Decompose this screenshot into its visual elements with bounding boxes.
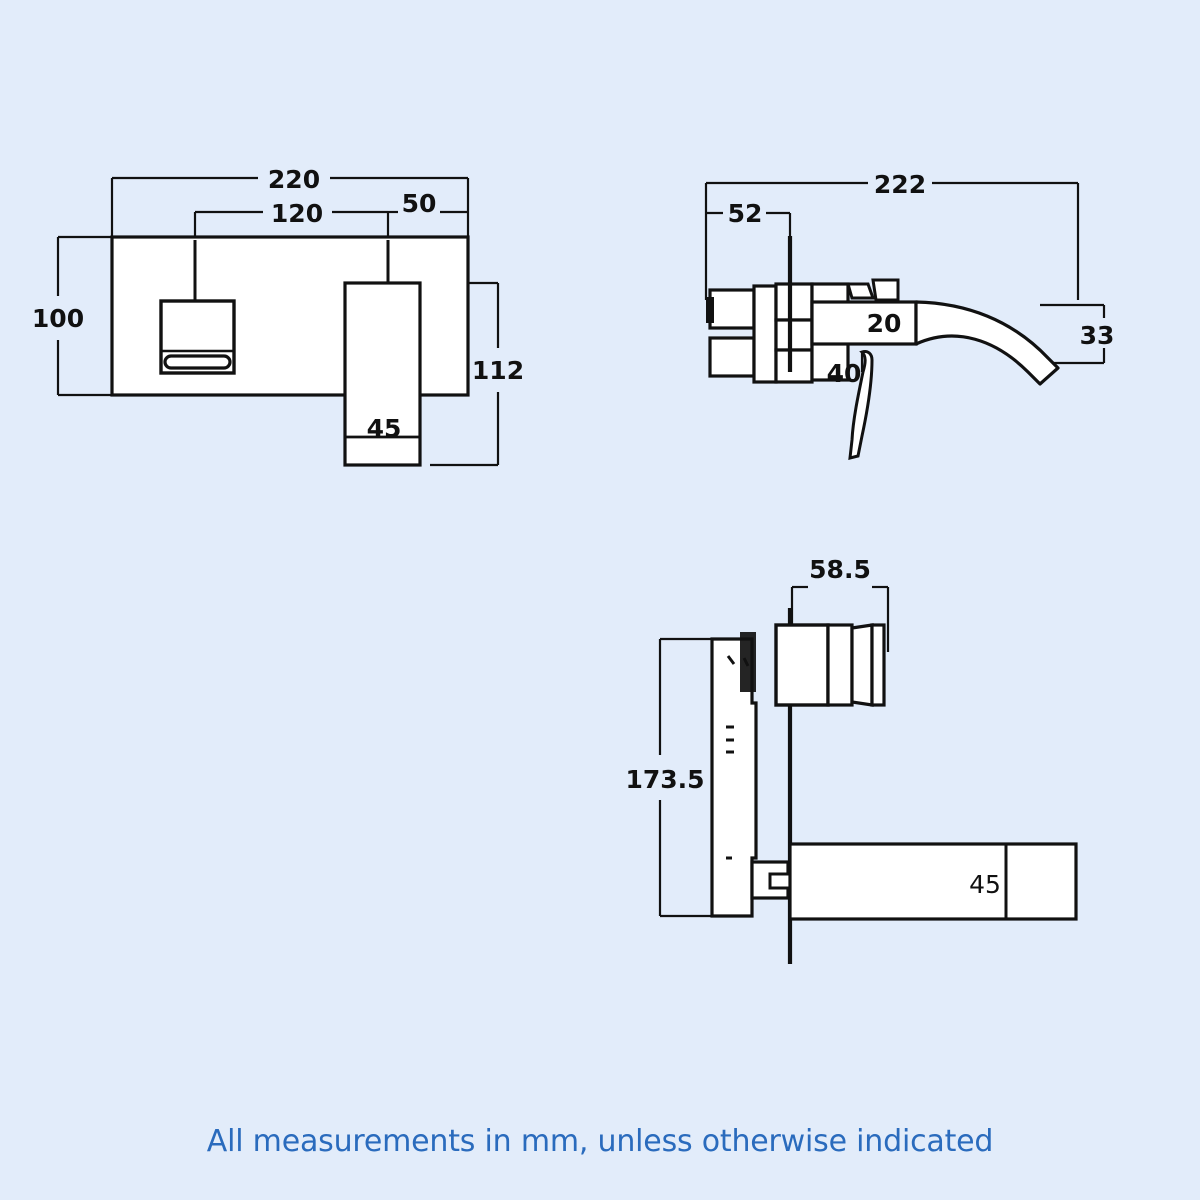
side-dim-20-label: 20 (867, 309, 902, 338)
valve-cartridge-mid (826, 623, 854, 707)
side-connector-nut (752, 284, 778, 384)
valve-dim-58-5-label: 58.5 (809, 555, 871, 584)
valve-side-view: 58.5 173.5 45 (625, 555, 1078, 964)
side-spout-arm (810, 300, 918, 346)
valve-cartridge-cap (850, 623, 874, 707)
side-body-mid (774, 318, 814, 352)
front-dim-220-label: 220 (268, 165, 320, 194)
front-dim-112-label: 112 (472, 356, 524, 385)
side-body-upper (774, 282, 814, 322)
front-handle-slot (163, 354, 232, 370)
front-dim-120-label: 120 (271, 199, 323, 228)
side-wall-fixing-upper (708, 288, 756, 330)
side-spout-curve (914, 300, 1060, 386)
side-cartridge-top (871, 278, 900, 302)
valve-outlet-arm (788, 842, 1078, 921)
side-dimension-lines (704, 181, 1106, 374)
side-dim-33-label: 33 (1080, 321, 1115, 350)
side-dim-40-label: 40 (827, 359, 862, 388)
front-spout-block (343, 281, 422, 467)
front-dim-100-label: 100 (32, 304, 84, 333)
valve-dim-45-label: 45 (969, 870, 1001, 899)
side-dim-52-label: 52 (728, 199, 763, 228)
side-section-view: 222 52 40 20 33 (704, 170, 1115, 460)
front-dim-50-label: 50 (402, 189, 437, 218)
valve-cartridge-end (870, 623, 886, 707)
valve-collar-dark (740, 632, 756, 692)
measurement-note: All measurements in mm, unless otherwise… (206, 1124, 994, 1159)
valve-dim-173-5-label: 173.5 (625, 765, 704, 794)
side-dim-222-label: 222 (874, 170, 926, 199)
side-wall-fixing-seal (706, 297, 714, 323)
side-wall-fixing-lower (708, 336, 756, 378)
side-cartridge-cap (846, 282, 876, 300)
side-body-lower (774, 348, 814, 384)
side-lever-handle (848, 350, 874, 460)
front-elevation-view: 220 120 50 100 112 45 (32, 165, 524, 467)
front-dim-45-label: 45 (367, 414, 402, 443)
valve-cartridge-body (774, 623, 830, 707)
